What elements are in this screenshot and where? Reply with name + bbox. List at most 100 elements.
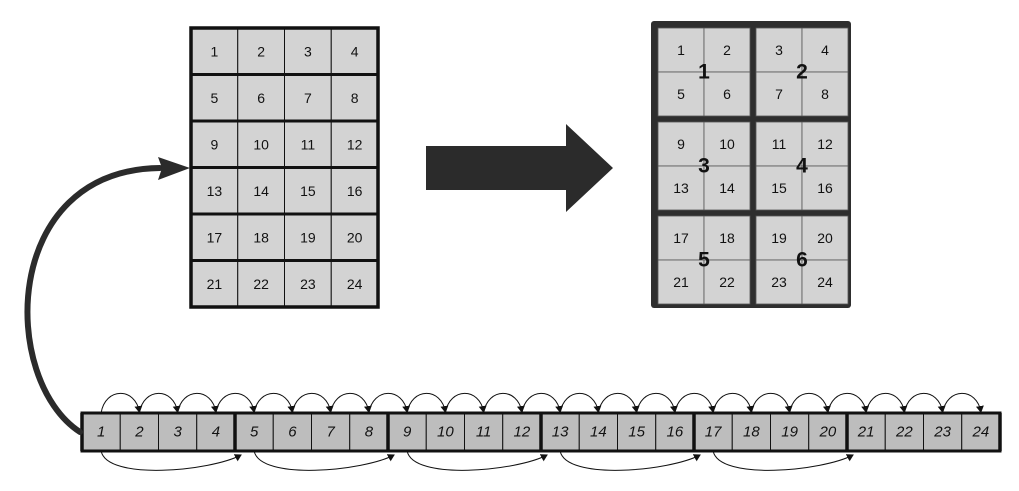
blocked-cell-number: 23 — [771, 274, 787, 290]
source-cell-number: 20 — [347, 229, 363, 245]
hop-arrow-icon — [750, 392, 793, 414]
blocked-cell-number: 8 — [821, 86, 829, 102]
blocked-cell-number: 20 — [817, 230, 833, 246]
curved-arrow-icon — [24, 165, 163, 435]
hop-arrow-icon — [942, 392, 984, 414]
strip-cell-number: 18 — [743, 424, 760, 441]
blocked-cell — [657, 215, 705, 261]
blocked-cell-number: 22 — [719, 274, 735, 290]
strip-cell-number: 20 — [819, 424, 837, 441]
blocked-cell-number: 12 — [817, 136, 833, 152]
source-cell-number: 6 — [257, 90, 265, 106]
blocked-cell — [703, 71, 751, 117]
block-label: 2 — [796, 61, 808, 84]
hop-arrow-icon — [521, 392, 564, 414]
strip-cell-number: 19 — [781, 424, 798, 441]
source-cell-number: 16 — [347, 183, 363, 199]
hop-arrow-icon — [444, 392, 487, 414]
curved-arrow-head-icon — [158, 157, 190, 180]
blocked-cell-number: 4 — [821, 42, 829, 58]
blocked-cell-number: 13 — [673, 180, 689, 196]
block-label: 1 — [698, 61, 710, 84]
block-label: 4 — [796, 155, 808, 178]
blocked-cell-number: 19 — [771, 230, 787, 246]
blocked-cell — [801, 71, 849, 117]
blocked-cell-number: 14 — [719, 180, 735, 196]
strip-cell-number: 3 — [173, 424, 182, 441]
source-cell-number: 23 — [300, 276, 316, 292]
hop-arrow-icon — [215, 392, 258, 414]
blocked-cell-number: 5 — [677, 86, 685, 102]
blocked-cell-number: 24 — [817, 274, 833, 290]
blocked-cell — [755, 259, 803, 305]
blocked-cell — [801, 259, 849, 305]
source-cell-number: 1 — [210, 43, 218, 59]
strip-cell — [540, 412, 580, 452]
blocked-cell — [703, 165, 751, 211]
hop-arrow-icon — [827, 392, 870, 414]
source-cell — [190, 167, 239, 215]
blocked-cell-number: 1 — [677, 42, 685, 58]
strip-cell-number: 8 — [365, 424, 374, 441]
blocked-cell — [801, 215, 849, 261]
blocked-cell — [755, 121, 803, 167]
strip-cell — [158, 412, 198, 452]
source-cell-number: 19 — [300, 229, 316, 245]
strip-hop-arrows — [100, 392, 984, 471]
hop-arrow-icon — [674, 392, 717, 414]
hop-arrow-icon — [865, 392, 908, 414]
source-cell-number: 22 — [253, 276, 269, 292]
source-cell-number: 18 — [253, 229, 269, 245]
strip-cell-number: 14 — [590, 424, 607, 441]
source-cell-number: 4 — [351, 43, 359, 59]
block-label: 3 — [698, 155, 710, 178]
block-label: 5 — [698, 249, 710, 272]
hop-arrow-icon — [138, 392, 181, 414]
source-cell-number: 15 — [300, 183, 316, 199]
block-label: 6 — [796, 249, 808, 272]
blocked-cell — [801, 27, 849, 73]
source-cell-number: 3 — [304, 43, 312, 59]
blocked-cell-number: 18 — [719, 230, 735, 246]
strip-cell — [272, 412, 312, 452]
blocked-cell-number: 7 — [775, 86, 783, 102]
strip-cell-number: 21 — [857, 424, 875, 441]
source-cell-number: 10 — [253, 136, 269, 152]
source-cell-number: 8 — [351, 90, 359, 106]
connector-arrows — [24, 124, 613, 435]
strip-cell-number: 9 — [403, 424, 412, 441]
hop-arrow-icon — [100, 450, 242, 471]
source-cell — [237, 167, 285, 215]
source-cell — [190, 27, 239, 75]
hop-arrow-icon — [483, 392, 525, 414]
source-cell-number: 21 — [207, 276, 223, 292]
strip-cell-number: 4 — [212, 424, 220, 441]
hop-arrow-icon — [636, 392, 678, 414]
source-cell — [284, 74, 332, 122]
source-cell-number: 17 — [207, 229, 223, 245]
blocked-cell-number: 10 — [719, 136, 735, 152]
hop-arrow-icon — [253, 450, 395, 471]
source-cell-number: 7 — [304, 90, 312, 106]
hop-arrow-icon — [406, 450, 548, 471]
blocked-cell — [657, 259, 705, 305]
blocked-cell — [703, 259, 751, 305]
source-cell — [330, 167, 379, 215]
strip-cell-number: 2 — [134, 424, 144, 441]
hop-arrow-icon — [903, 392, 946, 414]
blocked-cell-number: 21 — [673, 274, 689, 290]
strip-cell-number: 5 — [250, 424, 259, 441]
blocked-cell — [801, 165, 849, 211]
strip-cell-number: 15 — [628, 424, 645, 441]
strip-cell — [464, 412, 504, 452]
right-block-arrow-icon — [426, 124, 613, 212]
source-cell — [330, 120, 379, 168]
strip-cell — [196, 412, 236, 452]
source-cell-number: 11 — [301, 136, 316, 152]
blocked-cell — [755, 27, 803, 73]
source-cell-number: 14 — [253, 183, 269, 199]
hop-arrow-icon — [406, 392, 449, 414]
strip-cell-number: 22 — [895, 424, 913, 441]
